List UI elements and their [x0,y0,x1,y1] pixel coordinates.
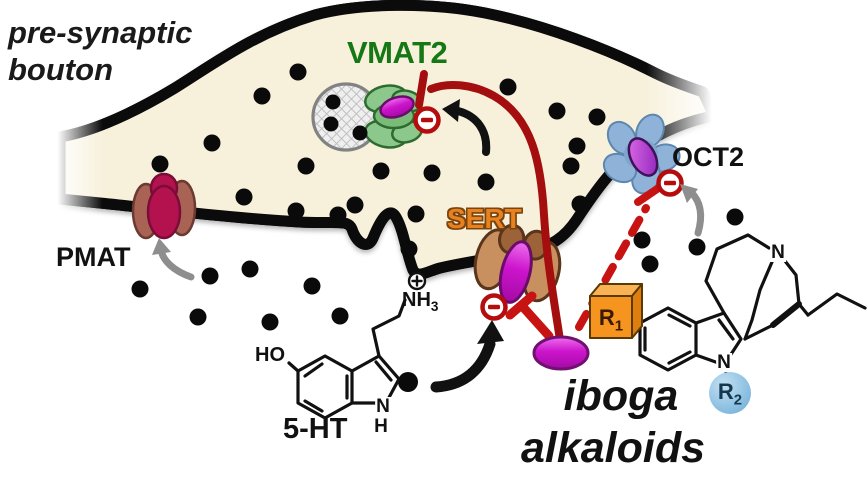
inhibition-lines [415,70,664,344]
minus-badges [413,106,684,321]
pmat-label: PMAT [56,242,131,272]
serotonin-dot [303,277,321,295]
serotonin-dot [352,125,368,141]
serotonin-dot [398,372,418,392]
minus-icon-sert [480,293,508,321]
serotonin-molecule-dots [131,63,744,392]
serotonin-dot [331,307,349,325]
serotonin-ring-nitrogen: N [375,396,391,417]
serotonin-to-sert-arrowhead [477,320,504,344]
serotonin-dot [287,202,305,220]
oct2-t-bar [634,183,664,206]
serotonin-label: 5-HT [283,413,348,445]
serotonin-dot [477,173,495,191]
serotonin-ring-hydrogen: H [373,416,389,437]
serotonin-dot [688,238,706,256]
serotonin-dot [400,240,418,258]
pmat-transporter [131,172,197,240]
serotonin-dot [499,78,517,96]
vmat2-t-bar [415,70,428,109]
serotonin-dot [325,94,341,110]
minus-icon-oct2 [656,169,684,197]
iboga-label-line-1: iboga [563,372,679,420]
pmat-uptake-gray-arrowhead [152,238,171,255]
serotonin-dot [548,102,566,120]
iboga-ligand-blob [532,335,590,371]
iboga-inhibits-sert-line [518,302,554,341]
serotonin-dot [726,208,744,226]
iboga-label-line-2: alkaloids [520,424,706,472]
serotonin-dot [297,157,315,175]
iboga-inhibits-oct2-dashed-line [575,204,650,331]
title-line-1: pre-synaptic [8,15,193,50]
serotonin-dot [241,260,259,278]
serotonin-to-sert-arrow [430,338,496,393]
cytosol-to-vmat2-arrow [454,107,491,156]
oct2-uptake-gray-arrow [687,188,705,237]
ammonium-label: NH3 [402,289,439,314]
ligand-in-sert [498,240,533,304]
serotonin-dot [562,157,580,175]
serotonin-dot [323,116,339,132]
r1-label: R1 [598,305,624,335]
hydroxyl-label: HO [255,344,285,366]
flow-arrows [152,99,705,393]
serotonin-dot [189,308,207,326]
sert-label: SERT [447,203,522,234]
minus-icon-vmat2 [413,106,441,134]
serotonin-dot [641,255,659,273]
title-line-2: bouton [8,52,114,87]
serotonin-dot [289,63,307,81]
plus-charge-icon [407,271,427,291]
serotonin-dot [131,280,149,298]
serotonin-dot [346,196,364,214]
r2-substituent-sphere [709,372,751,414]
iboga-indole-nitrogen: N [716,352,732,373]
sert-t-bar [505,291,537,320]
serotonin-dot [201,267,219,285]
r1-substituent-cube [589,283,643,339]
figure-title: pre-synaptic bouton [8,14,192,88]
vmat2-label: VMAT2 [347,35,448,70]
serotonin-dot [423,164,441,182]
serotonin-dot [372,162,390,180]
serotonin-structure [287,271,427,420]
serotonin-dot [261,313,279,331]
serotonin-dot [568,137,586,155]
serotonin-dot [235,188,253,206]
oct2-uptake-gray-arrowhead [680,184,698,203]
serotonin-dot [571,195,589,213]
serotonin-dot [329,206,347,224]
ligand-in-oct2 [627,137,659,177]
serotonin-dot [151,155,169,173]
oct2-transporter [602,113,681,195]
serotonin-dot [633,231,651,249]
ligand-in-vmat2 [379,95,415,119]
r2-label: R2 [717,379,743,409]
serotonin-dot [588,108,606,126]
iboga-inhibits-vmat2-line [427,81,564,344]
cytosol-to-vmat2-arrowhead [442,99,460,122]
pmat-uptake-gray-arrow [157,246,195,281]
oct2-label: OCT2 [672,142,745,172]
iboga-amine-nitrogen: N [770,242,786,263]
serotonin-dot [253,87,271,105]
iboga-structure [632,233,867,383]
serotonin-dot [407,205,425,223]
serotonin-dot [203,134,221,152]
